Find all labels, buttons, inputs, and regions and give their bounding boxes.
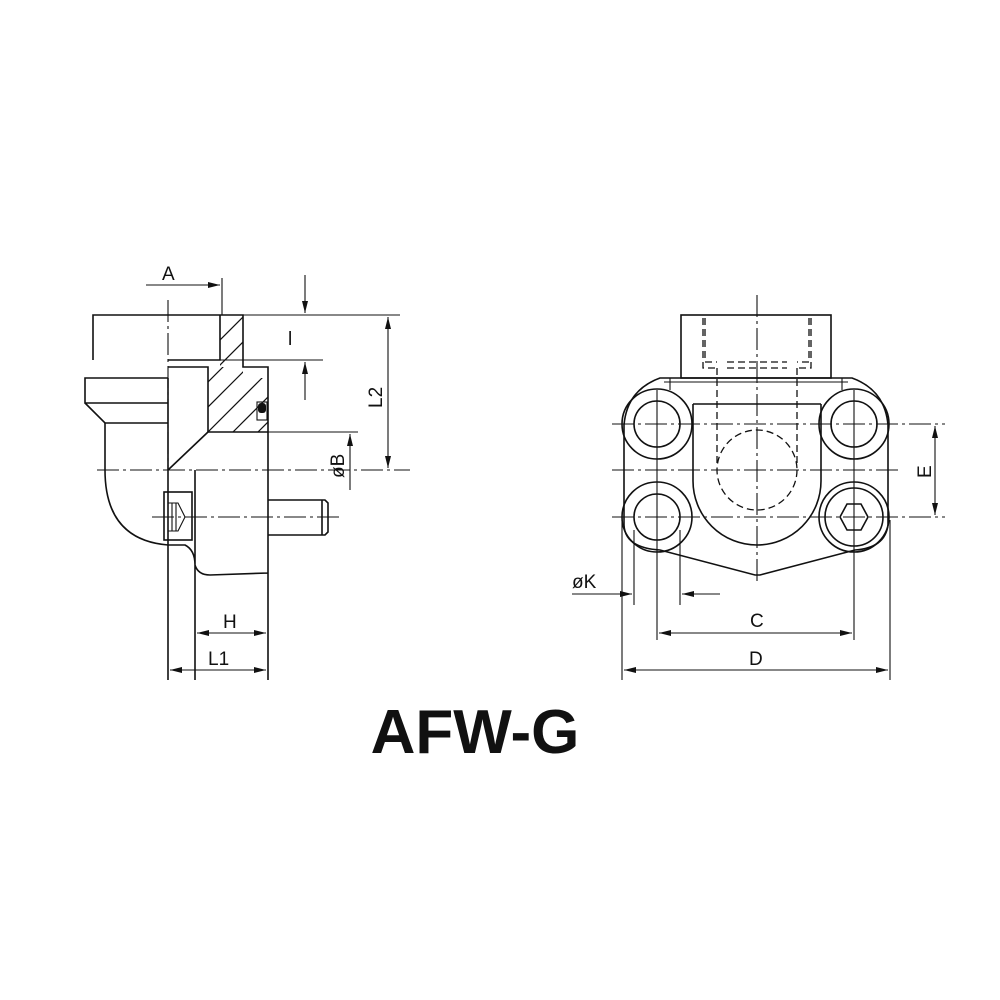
dim-B-label: øB [328, 454, 349, 478]
hidden-bore-lines [716, 368, 798, 465]
dim-K-label: øK [572, 572, 597, 593]
flange-top-edge [664, 378, 848, 390]
hidden-thread-lines [702, 318, 812, 369]
bore-outline [168, 315, 221, 432]
flange-block [168, 378, 269, 680]
hex-head-icon [839, 503, 869, 531]
bolt-head [163, 491, 193, 541]
bore-diagonal [167, 431, 209, 471]
flange-lip [84, 377, 168, 424]
dim-l-label: l [288, 329, 292, 350]
model-title: AFW-G [371, 698, 580, 767]
dim-E-label: E [915, 465, 936, 478]
dim-L2-label: L2 [366, 387, 387, 408]
front-view: E øK C D [572, 295, 945, 680]
port-body-outline [92, 314, 269, 378]
section-hatch-lower [208, 367, 268, 432]
dim-D-label: D [749, 649, 763, 670]
o-ring [258, 403, 266, 413]
dim-C-label: C [750, 611, 764, 632]
side-view: A l L2 øB H L1 [84, 264, 410, 680]
dim-H-label: H [223, 612, 237, 633]
elbow-outline [104, 423, 169, 546]
dim-L1-label: L1 [208, 649, 229, 670]
dim-A-label: A [162, 264, 175, 285]
o-ring-groove [256, 401, 268, 421]
section-hatch-upper [220, 316, 243, 367]
